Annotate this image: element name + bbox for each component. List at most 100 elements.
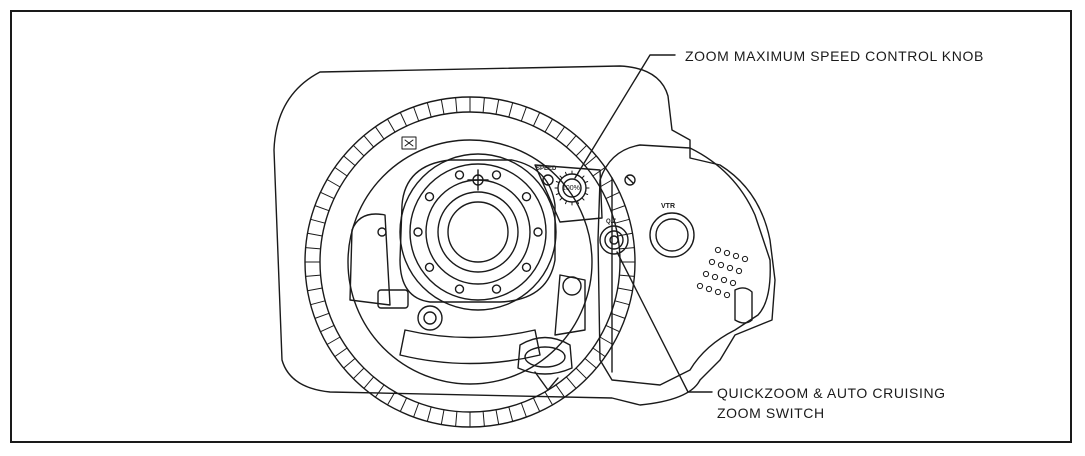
- gear-tooth: [352, 367, 365, 380]
- gear-tooth: [617, 232, 633, 237]
- gear-tooth: [614, 218, 630, 224]
- mount-bolt: [424, 262, 435, 272]
- gear-tooth: [399, 112, 408, 127]
- callout-2-line-2: ZOOM SWITCH: [717, 405, 825, 421]
- mount-bolt: [424, 191, 435, 202]
- gear-tooth: [614, 300, 630, 306]
- knob-ridge: [559, 175, 563, 179]
- mount-bolt: [413, 227, 423, 237]
- gear-tooth: [455, 410, 458, 427]
- gear-tooth: [495, 409, 500, 425]
- gear-tooth: [399, 397, 408, 412]
- gear-tooth: [334, 347, 348, 358]
- gear-tooth: [565, 376, 577, 389]
- lens-mount-assembly: [399, 153, 557, 311]
- gear-tooth: [305, 247, 322, 250]
- mount-bolt: [521, 191, 532, 202]
- knob-ridge: [584, 192, 589, 195]
- mount-bolt: [491, 284, 502, 294]
- gear-tooth: [575, 144, 588, 157]
- grille-hole: [702, 270, 710, 278]
- gear-tooth: [326, 179, 341, 188]
- mount-bolt: [491, 170, 502, 180]
- gear-tooth: [555, 384, 566, 398]
- callout-2-line-1: QUICKZOOM & AUTO CRUISING: [717, 385, 946, 401]
- grille-hole: [729, 279, 737, 287]
- housing-outline: [273, 65, 776, 406]
- knob-ridge: [584, 181, 589, 184]
- grille-hole: [741, 255, 749, 263]
- grille-hole: [714, 246, 722, 254]
- gear-tooth: [307, 287, 323, 292]
- gear-tooth: [320, 191, 335, 200]
- gear-tooth: [618, 247, 635, 250]
- knob-ridge: [559, 197, 563, 201]
- knob-ridge: [581, 175, 585, 179]
- gear-tooth: [310, 300, 326, 306]
- ring-scale-marks: [401, 136, 417, 150]
- callout-zoom-max-speed-knob: ZOOM MAXIMUM SPEED CONTROL KNOB: [685, 46, 984, 66]
- control-body: [534, 144, 771, 386]
- quickzoom-switch: [599, 225, 629, 255]
- grille-hole: [714, 288, 722, 296]
- vtr-button: [649, 212, 695, 258]
- cable-connector: [517, 336, 573, 391]
- grille-hole: [720, 276, 728, 284]
- gear-tooth: [584, 155, 597, 167]
- callout-leader-qz-switch: [616, 251, 713, 393]
- gear-tooth: [520, 402, 527, 418]
- gear-tooth: [305, 274, 322, 277]
- gear-tooth: [440, 99, 445, 115]
- mount-bolt: [454, 284, 465, 294]
- gear-tooth: [599, 336, 614, 345]
- gear-tooth: [426, 406, 432, 422]
- gear-tooth: [387, 118, 396, 133]
- gear-tooth: [575, 367, 588, 380]
- gear-tooth: [343, 155, 356, 167]
- gear-tooth: [440, 409, 445, 425]
- gear-tooth: [314, 205, 330, 212]
- gear-tooth: [544, 118, 553, 133]
- gear-tooth: [307, 232, 323, 237]
- gear-tooth: [592, 166, 606, 177]
- gear-tooth: [374, 384, 385, 398]
- gear-tooth: [532, 112, 541, 127]
- gear-tooth: [520, 106, 527, 122]
- lower-mechanism: [349, 213, 586, 365]
- grille-holes: [696, 246, 749, 299]
- qz-label-text: Q.Z: [606, 219, 616, 225]
- callout-quickzoom-switch: QUICKZOOM & AUTO CRUISING ZOOM SWITCH: [717, 383, 946, 423]
- gear-tooth: [584, 357, 597, 369]
- vtr-label-text: VTR: [661, 203, 675, 210]
- knob-ridge: [576, 200, 579, 205]
- mount-bolt: [533, 227, 543, 237]
- gear-tooth: [455, 97, 458, 114]
- grille-hole: [726, 264, 734, 272]
- mount-bolt: [454, 170, 465, 180]
- grille-hole: [696, 282, 704, 290]
- gear-tooth: [334, 166, 348, 177]
- gear-tooth: [544, 391, 553, 406]
- gear-tooth: [482, 97, 485, 114]
- gear-tooth: [426, 102, 432, 118]
- gear-tooth: [508, 102, 514, 118]
- zoom-gear-ring: [304, 96, 636, 428]
- callout-leader-speed-knob: [574, 54, 676, 179]
- gear-tooth: [387, 391, 396, 406]
- gear-tooth: [532, 397, 541, 412]
- gear-tooth: [482, 410, 485, 427]
- callout-1-line-1: ZOOM MAXIMUM SPEED CONTROL KNOB: [685, 48, 984, 64]
- grille-hole: [708, 258, 716, 266]
- strap-slot: [734, 287, 753, 324]
- knob-ridge: [555, 192, 560, 195]
- grille-hole: [723, 291, 731, 299]
- grille-hole: [711, 273, 719, 281]
- gear-tooth: [413, 106, 420, 122]
- gear-tooth: [592, 347, 606, 358]
- speed-dial-text: 100%: [562, 185, 580, 192]
- gear-tooth: [374, 126, 385, 140]
- grille-hole: [705, 285, 713, 293]
- gear-tooth: [610, 312, 626, 319]
- gear-tooth: [618, 274, 635, 277]
- mount-bolt: [521, 262, 532, 272]
